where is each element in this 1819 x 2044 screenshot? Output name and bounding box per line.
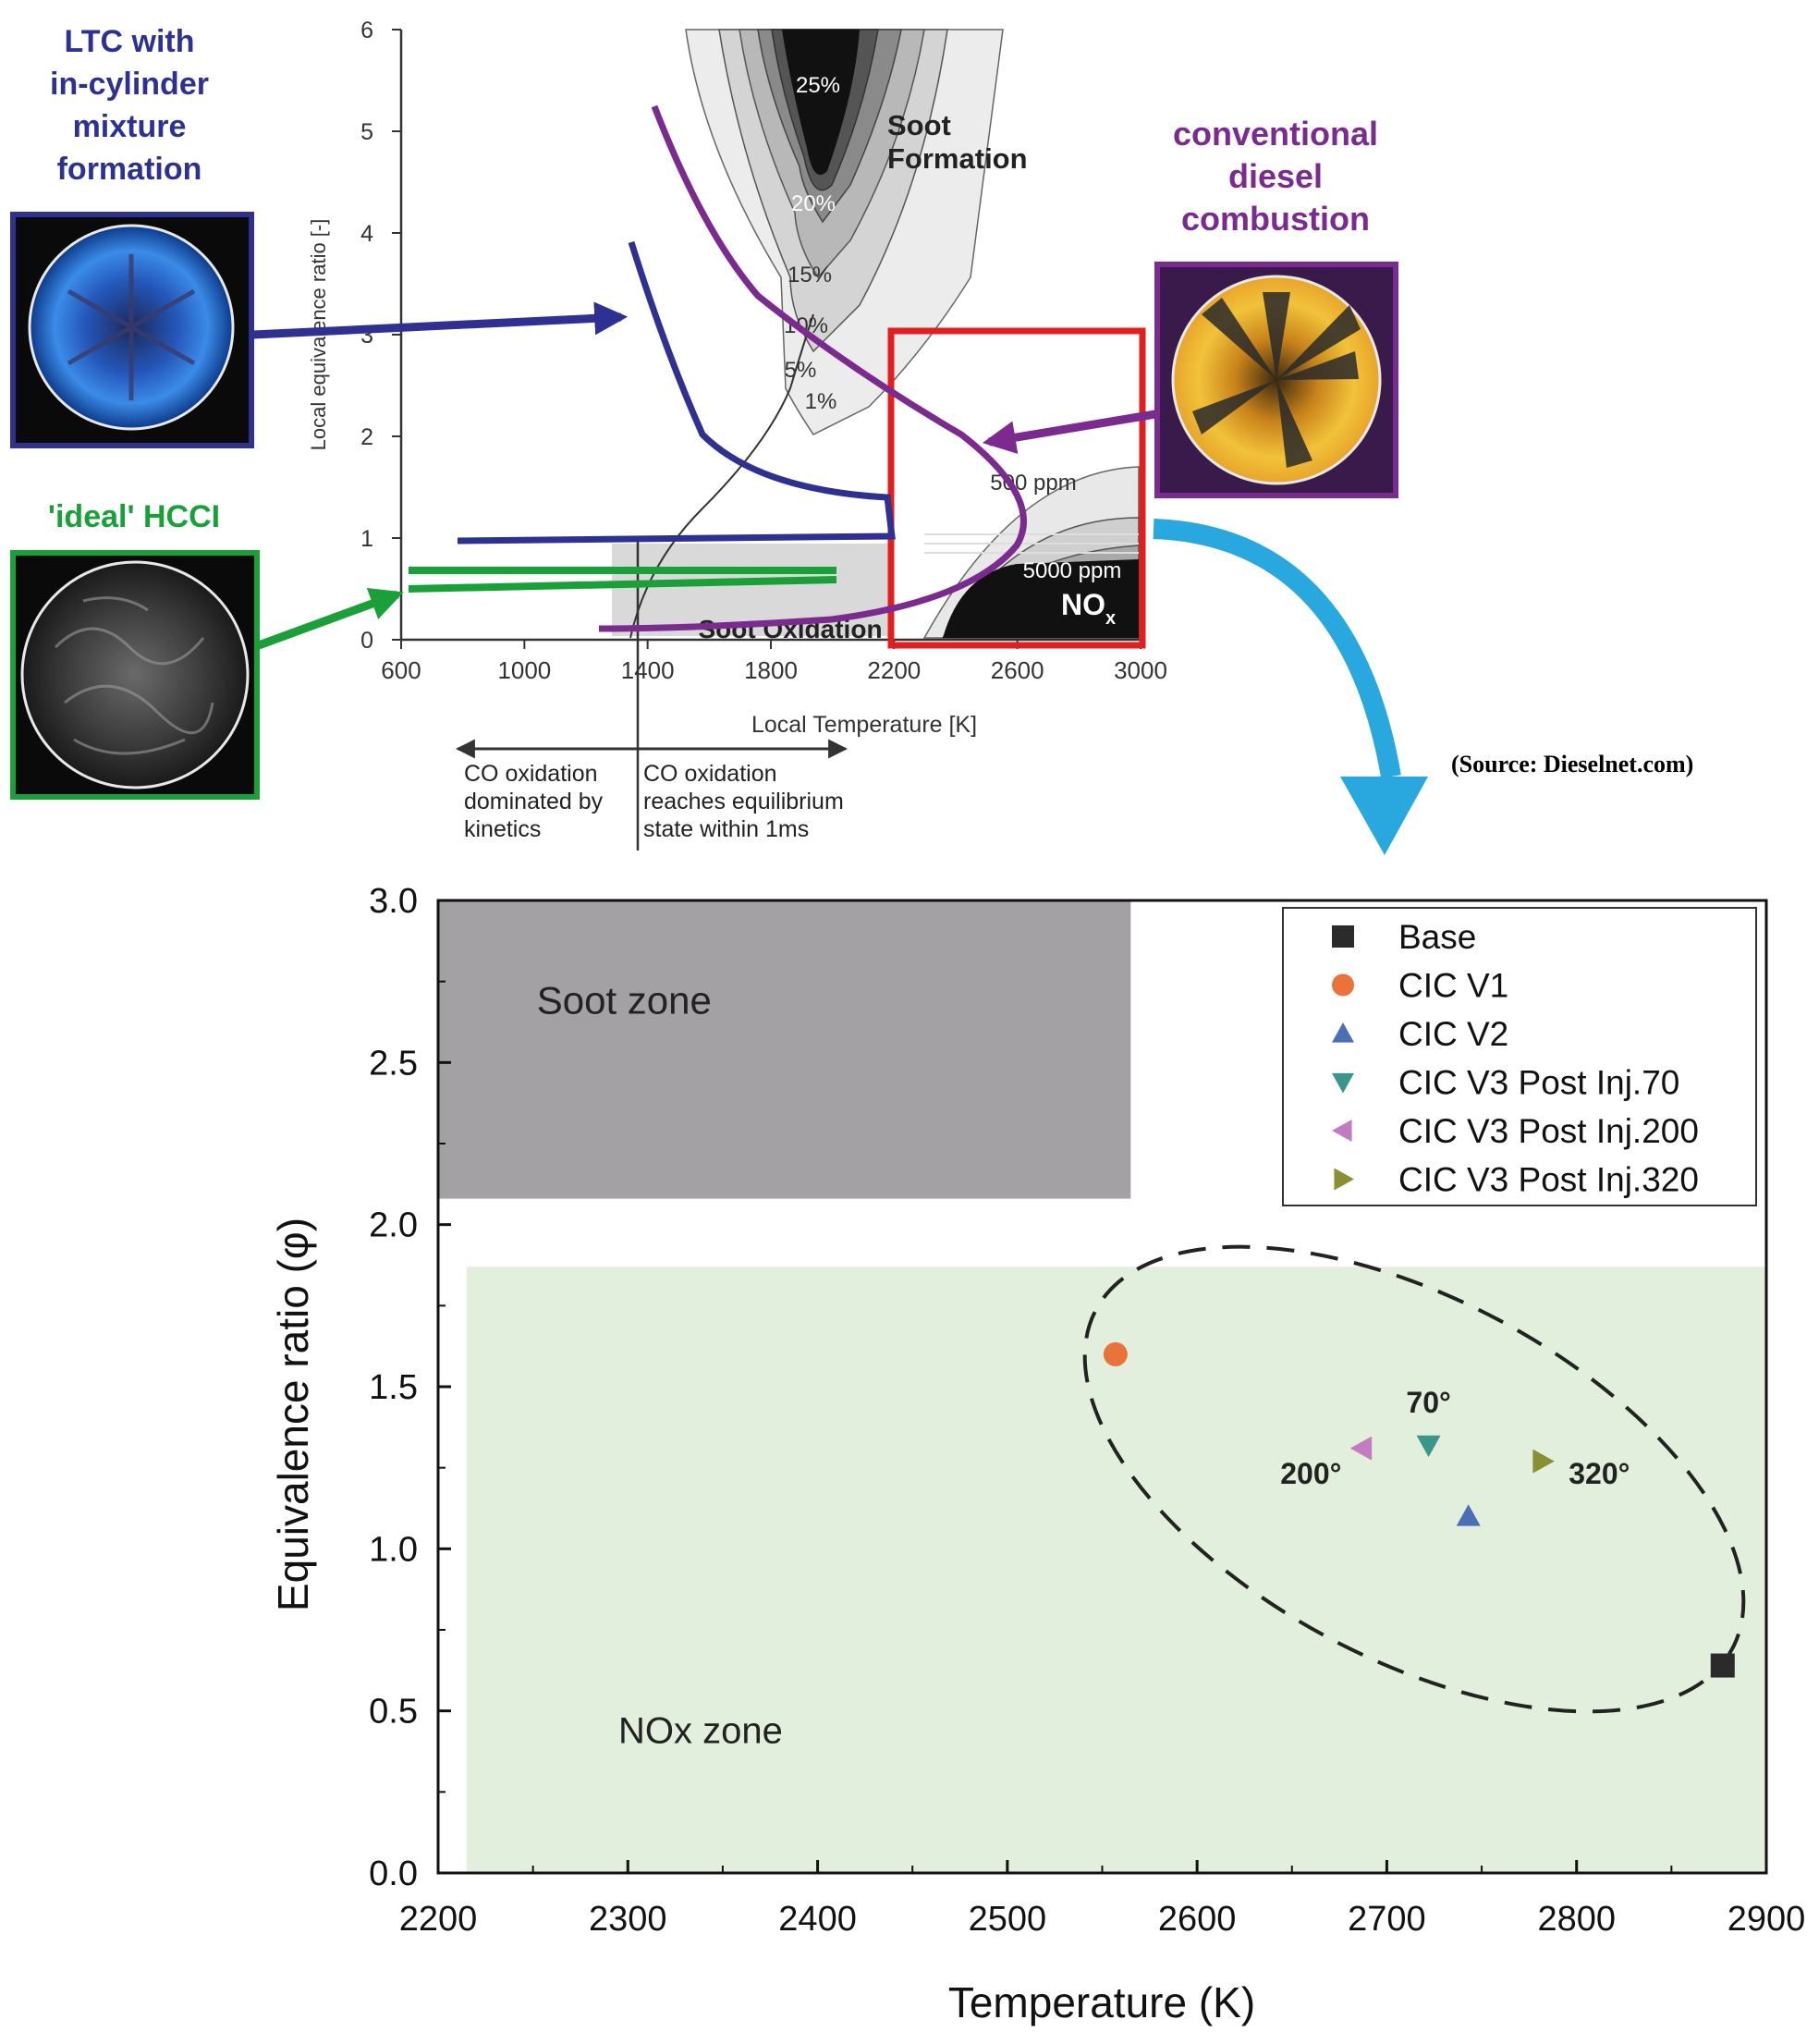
top-ytick-label: 1 xyxy=(360,526,373,552)
legend-marker xyxy=(1332,1022,1354,1043)
top-ytick-label: 2 xyxy=(360,424,373,450)
top-xtick-label: 600 xyxy=(381,656,421,684)
bottom-xlabel: Temperature (K) xyxy=(948,1978,1255,2026)
bottom-xtick-label: 2800 xyxy=(1537,1900,1616,1939)
hcci-label: 'ideal' HCCI xyxy=(47,499,221,534)
highlight-box xyxy=(887,327,1146,649)
data-point xyxy=(1416,1435,1441,1458)
bottom-xtick-label: 2400 xyxy=(778,1900,857,1939)
data-point xyxy=(1103,1341,1128,1366)
top-xtick-label: 1800 xyxy=(744,656,798,684)
zoom-arrow xyxy=(1153,519,1401,778)
legend-label: Base xyxy=(1398,918,1476,956)
bottom-axes: 2200 2300 2400 2500 2600 2700 2800 2900 0.0 0.5 1.… xyxy=(369,882,1805,1939)
top-ytick-label: 4 xyxy=(360,221,373,247)
top-xlabel: Local Temperature [K] xyxy=(751,712,977,738)
bottom-xtick-label: 2300 xyxy=(589,1900,667,1939)
legend-marker xyxy=(1334,1168,1354,1191)
hcci-photo xyxy=(10,550,260,800)
conventional-curve xyxy=(598,104,1027,632)
contour-15: 15% xyxy=(787,263,832,288)
angle-annotations: 70° 200° 320° xyxy=(1280,1386,1630,1490)
legend-label: CIC V3 Post Inj.70 xyxy=(1398,1064,1679,1102)
contour-5000ppm: 5000 ppm xyxy=(1023,558,1122,583)
legend-label: CIC V3 Post Inj.200 xyxy=(1398,1112,1699,1150)
bottom-xtick-label: 2700 xyxy=(1348,1900,1426,1939)
soot-formation-label: Soot Formation xyxy=(887,109,1028,175)
bottom-ytick-label: 3.0 xyxy=(369,882,418,921)
legend-box xyxy=(1282,907,1757,1206)
contour-5: 5% xyxy=(785,358,817,383)
top-xtick-label: 3000 xyxy=(1114,656,1167,684)
ltc-curve xyxy=(457,240,896,545)
angle-label: 320° xyxy=(1569,1457,1630,1490)
angle-label: 200° xyxy=(1280,1457,1341,1490)
legend-label: CIC V2 xyxy=(1398,1015,1508,1053)
contour-1: 1% xyxy=(805,389,837,414)
contour-20: 20% xyxy=(791,191,836,216)
contour-25: 25% xyxy=(796,73,840,98)
bottom-ytick-label: 1.0 xyxy=(369,1530,418,1569)
bottom-xtick-label: 2900 xyxy=(1727,1900,1806,1939)
top-ytick-label: 5 xyxy=(360,119,373,145)
data-point xyxy=(1349,1436,1373,1461)
data-points xyxy=(1103,1341,1735,1678)
nox-zone-label: NOx zone xyxy=(618,1711,783,1752)
zoom-arrow-head xyxy=(1340,777,1428,855)
angle-label: 70° xyxy=(1406,1386,1450,1419)
legend-marker xyxy=(1332,1072,1354,1094)
top-xtick-label: 2200 xyxy=(867,656,921,684)
top-xtick-label: 1000 xyxy=(497,656,551,684)
bottom-ytick-label: 0.0 xyxy=(369,1854,418,1893)
data-point xyxy=(1456,1504,1481,1526)
top-ytick-label: 0 xyxy=(360,628,373,654)
soot-formation-region xyxy=(685,29,1004,435)
nox-label: NOx xyxy=(1061,588,1116,629)
legend-label: CIC V3 Post Inj.320 xyxy=(1398,1161,1699,1199)
cic-cluster-ellipse xyxy=(1082,1244,1746,1714)
legend-label: CIC V1 xyxy=(1398,967,1508,1005)
legend-marker xyxy=(1332,973,1354,997)
hcci-curve xyxy=(408,567,837,593)
top-xtick-label: 1400 xyxy=(621,656,675,684)
bottom-xtick-label: 2200 xyxy=(399,1900,478,1939)
ltc-arrow xyxy=(252,301,629,339)
data-point xyxy=(1710,1653,1735,1678)
conventional-photo xyxy=(1154,262,1398,498)
top-xtick-label: 2600 xyxy=(991,656,1044,684)
bottom-xtick-label: 2600 xyxy=(1158,1900,1237,1939)
bottom-ytick-label: 1.5 xyxy=(369,1368,418,1407)
bottom-ytick-label: 0.5 xyxy=(369,1693,418,1732)
bottom-ytick-label: 2.5 xyxy=(369,1044,418,1083)
legend-marker xyxy=(1332,1120,1352,1142)
bottom-xtick-label: 2500 xyxy=(969,1900,1047,1939)
bottom-ytick-label: 2.0 xyxy=(369,1206,418,1245)
soot-zone xyxy=(438,900,1131,1199)
bottom-ylabel: Equivalence ratio (φ) xyxy=(269,1218,317,1611)
legend-marker xyxy=(1332,925,1354,948)
source-note: (Source: Dieselnet.com) xyxy=(1451,751,1694,777)
data-point xyxy=(1532,1449,1555,1474)
ltc-photo xyxy=(10,212,254,448)
soot-zone-label: Soot zone xyxy=(537,979,712,1022)
hcci-arrow xyxy=(257,588,404,650)
conventional-arrow xyxy=(982,410,1156,455)
nox-zone xyxy=(466,1267,1766,1873)
top-ytick-label: 6 xyxy=(360,18,373,43)
